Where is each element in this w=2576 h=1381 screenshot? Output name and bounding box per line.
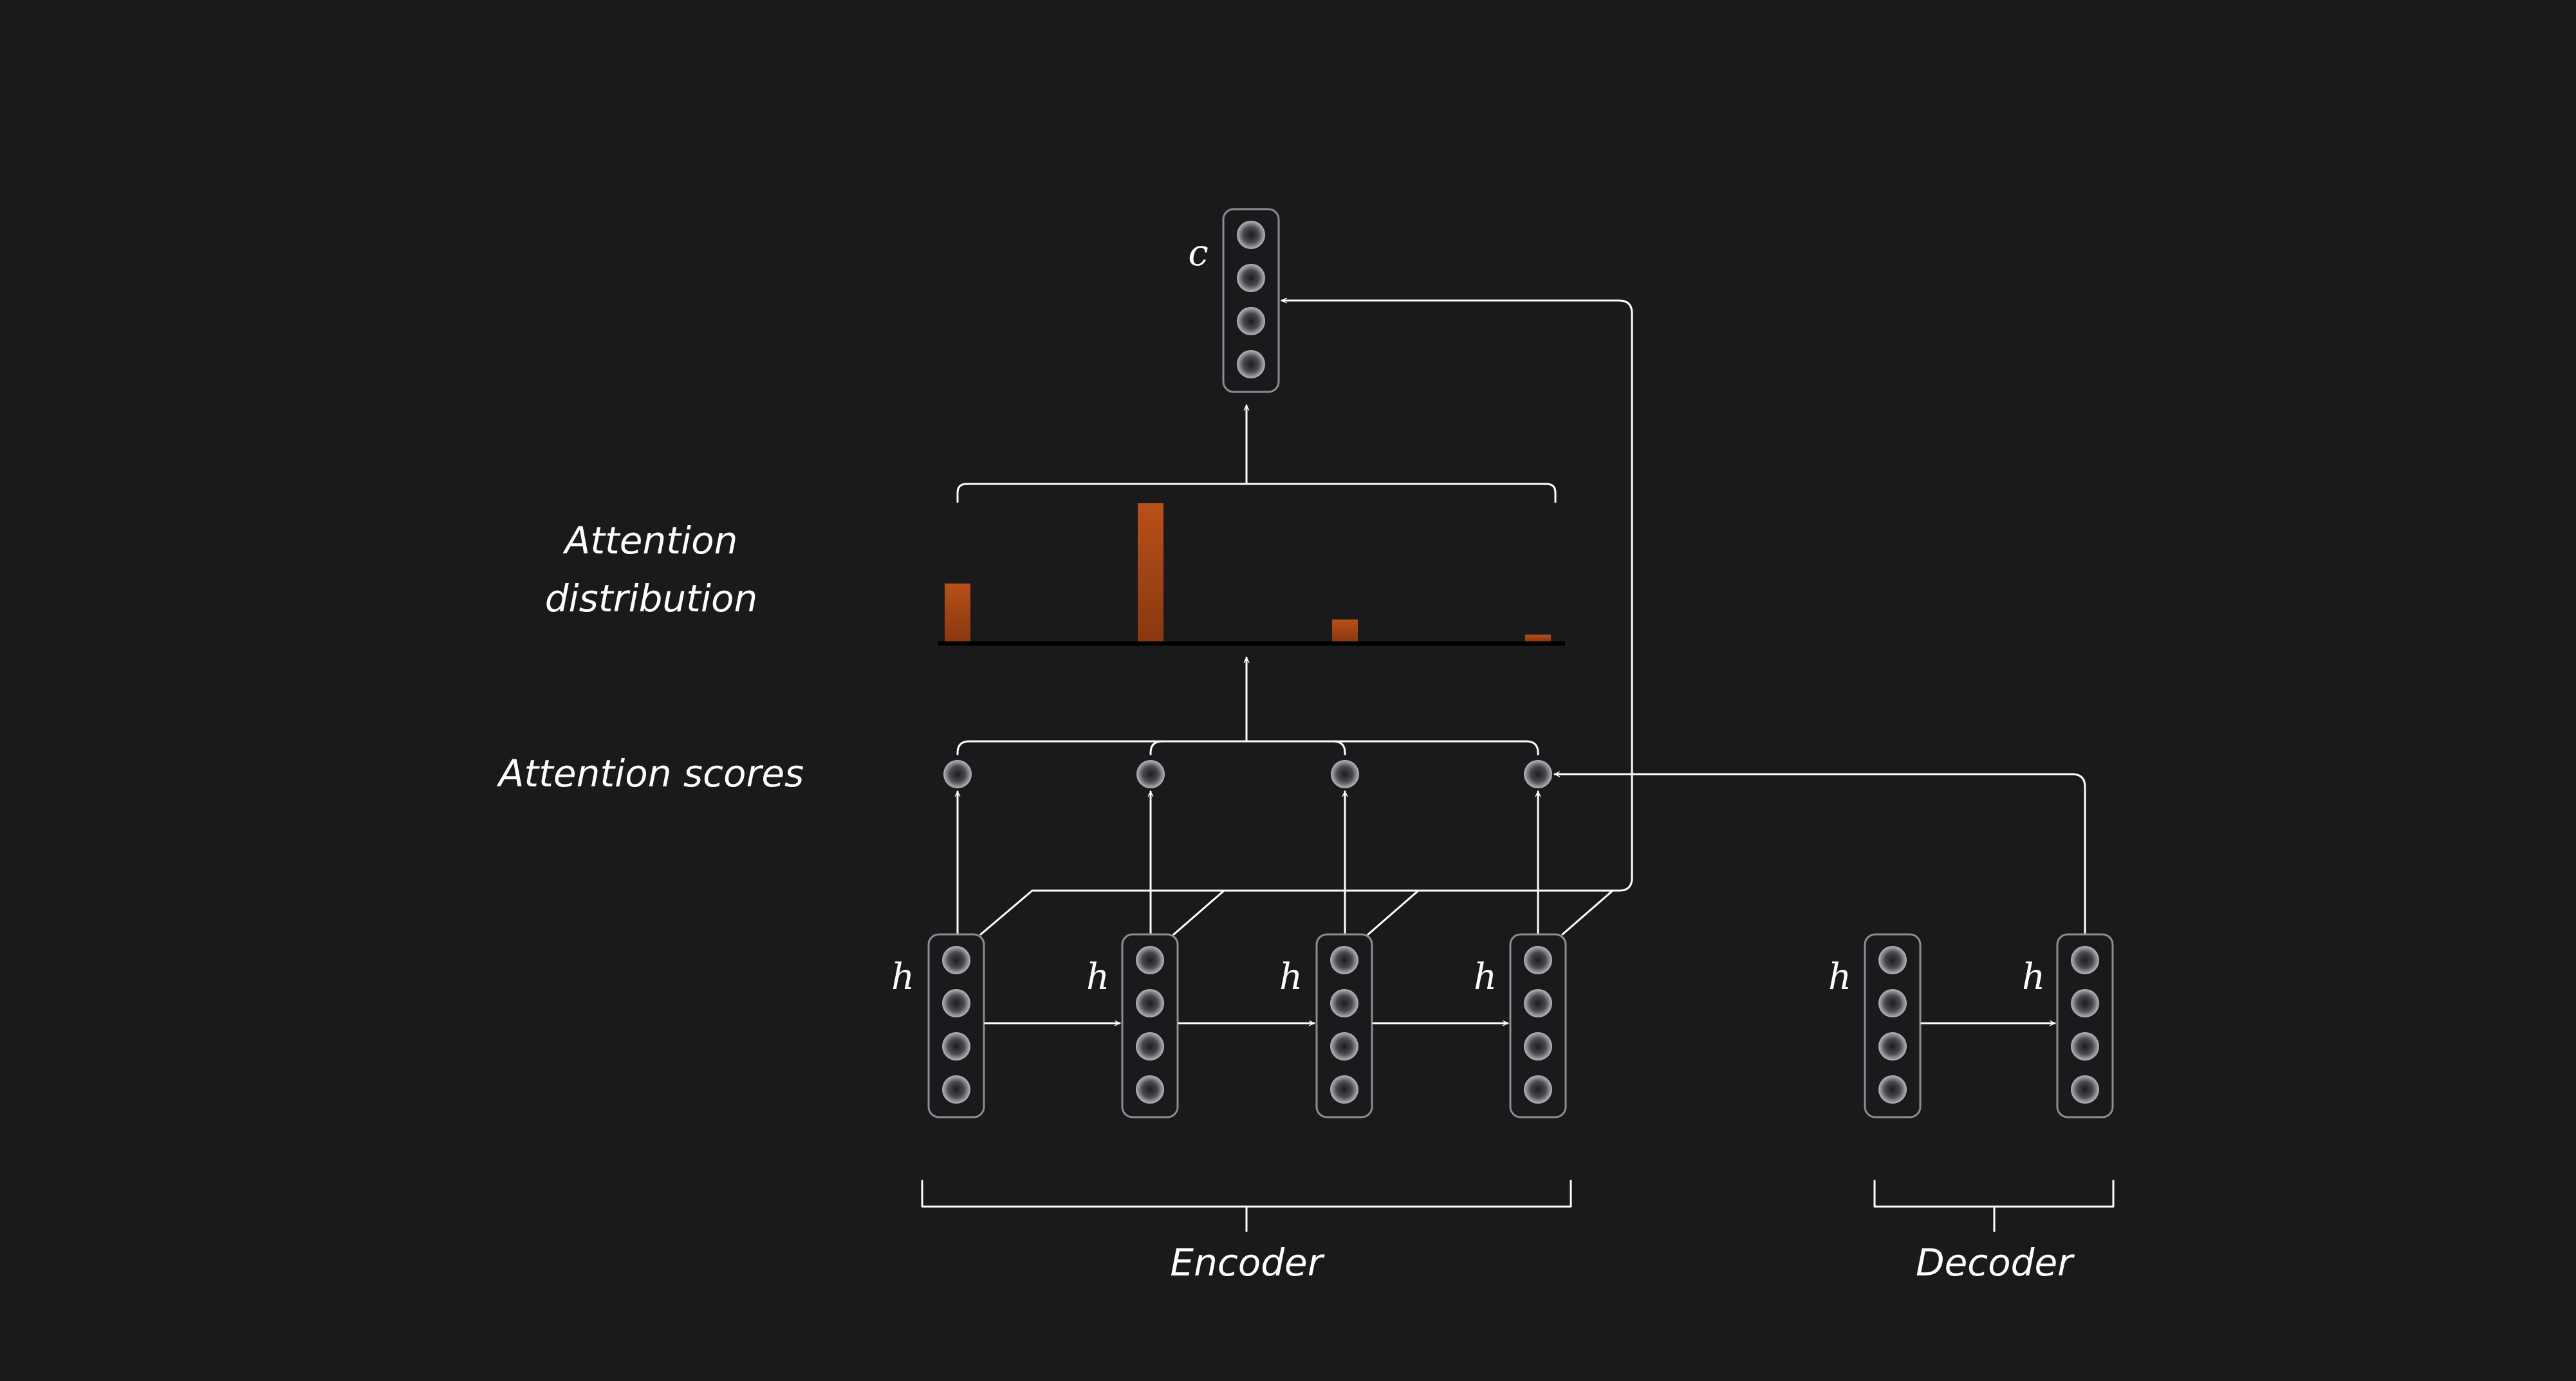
score-node-1: [943, 760, 972, 788]
attention-score-nodes: [943, 760, 1552, 788]
context-feed-line: [979, 297, 1633, 936]
attention-distribution-bars: [945, 503, 1551, 642]
encoder-bracket: [921, 1180, 1572, 1232]
hidden-var-label-enc-4: h: [1474, 956, 1497, 998]
context-vector: [1222, 208, 1280, 393]
score-node-3: [1331, 760, 1359, 788]
decoder-label: Decoder: [1916, 1241, 2075, 1284]
attention-bar-3: [1332, 619, 1358, 642]
hidden-var-label-dec-1: h: [1828, 956, 1851, 998]
encoder-label: Encoder: [1170, 1241, 1324, 1284]
decoder-state-1: [1864, 933, 1922, 1118]
encoder-state-4: [1509, 933, 1567, 1118]
decoder-state-2: [2056, 933, 2114, 1118]
context-var-label: c: [1188, 232, 1208, 274]
decoder-bracket: [1873, 1180, 2115, 1232]
attention-distribution-label-line1: Attention: [562, 519, 738, 562]
encoder-state-2: [1121, 933, 1179, 1118]
score-node-2: [1136, 760, 1165, 788]
decoder-query-line: [1553, 771, 2086, 936]
scores-brace: [956, 740, 1539, 755]
encoder-state-3: [1315, 933, 1373, 1118]
hidden-var-label-dec-2: h: [2022, 956, 2045, 998]
attention-bar-1: [945, 583, 970, 642]
attention-scores-label: Attention scores: [496, 752, 804, 795]
hidden-var-label-enc-2: h: [1086, 956, 1109, 998]
score-node-4: [1524, 760, 1552, 788]
hidden-var-label-enc-1: h: [891, 956, 914, 998]
attention-bar-2: [1138, 503, 1163, 642]
attention-distribution-label-line2: distribution: [545, 577, 758, 620]
encoder-state-1: [927, 933, 985, 1118]
attention-bar-4: [1525, 635, 1551, 642]
hidden-var-label-enc-3: h: [1279, 956, 1302, 998]
distribution-brace: [956, 483, 1557, 503]
